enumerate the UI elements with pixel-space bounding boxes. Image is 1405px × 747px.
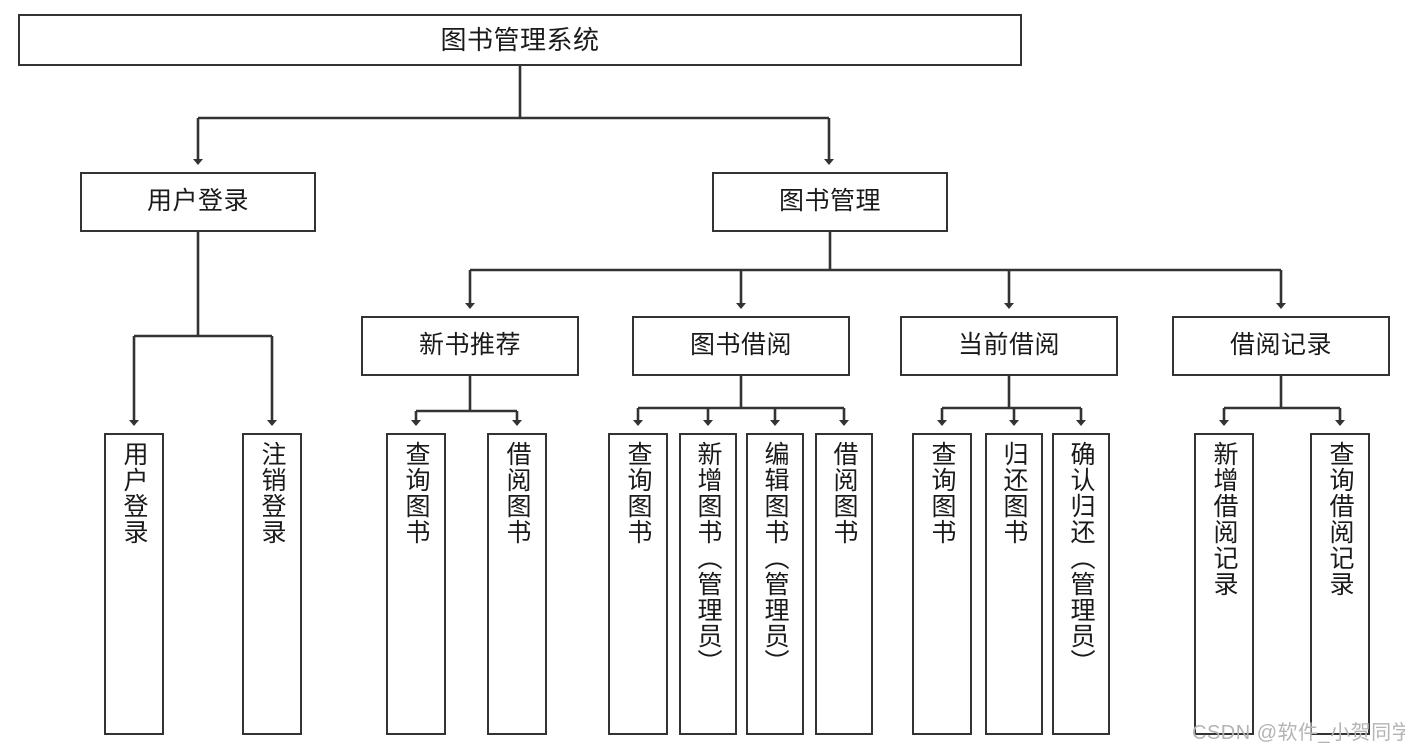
leaf-borrow-book[interactable]: 借阅图书 — [815, 433, 873, 735]
csdn-watermark: CSDN @软件_小贺同学 — [1192, 722, 1405, 744]
leaf-query-record[interactable]: 查询借阅记录 — [1310, 433, 1370, 735]
leaf-query-book-borrow-label: 查询图书 — [624, 441, 652, 545]
leaf-edit-book-label: 编辑图书（管理员） — [761, 441, 789, 675]
leaf-add-record-label: 新增借阅记录 — [1210, 441, 1238, 597]
edge-root-to-level2 — [193, 66, 834, 165]
leaf-return-book-label: 归还图书 — [1000, 441, 1028, 545]
leaf-borrow-book-rec[interactable]: 借阅图书 — [487, 433, 547, 735]
leaf-add-book[interactable]: 新增图书（管理员） — [679, 433, 737, 735]
leaf-add-record[interactable]: 新增借阅记录 — [1194, 433, 1254, 735]
leaf-borrow-book-label: 借阅图书 — [830, 441, 858, 545]
node-book-borrow[interactable]: 图书借阅 — [632, 316, 850, 376]
node-root[interactable]: 图书管理系统 — [18, 14, 1022, 66]
edge-new-book-recommend-to-leaves — [411, 376, 522, 426]
leaf-confirm-return-label: 确认归还（管理员） — [1067, 441, 1095, 675]
node-book-borrow-label: 图书借阅 — [689, 331, 792, 360]
node-borrow-record-label: 借阅记录 — [1229, 331, 1332, 360]
edge-current-borrow-to-leaves — [937, 376, 1086, 426]
leaf-query-book-rec-label: 查询图书 — [402, 441, 430, 545]
leaf-query-book-cur[interactable]: 查询图书 — [912, 433, 972, 735]
leaf-confirm-return[interactable]: 确认归还（管理员） — [1052, 433, 1110, 735]
leaf-return-book[interactable]: 归还图书 — [985, 433, 1043, 735]
leaf-add-book-label: 新增图书（管理员） — [694, 441, 722, 675]
leaf-edit-book[interactable]: 编辑图书（管理员） — [746, 433, 804, 735]
node-user-login[interactable]: 用户登录 — [80, 172, 316, 232]
node-book-manage[interactable]: 图书管理 — [712, 172, 948, 232]
edge-book-borrow-to-leaves — [633, 376, 849, 426]
leaf-query-record-label: 查询借阅记录 — [1326, 441, 1354, 597]
node-book-manage-label: 图书管理 — [778, 187, 881, 216]
leaf-query-book-borrow[interactable]: 查询图书 — [608, 433, 668, 735]
leaf-user-logout-label: 注销登录 — [258, 441, 286, 545]
edge-book-manage-to-level3 — [465, 232, 1286, 309]
leaf-query-book-cur-label: 查询图书 — [928, 441, 956, 545]
edge-user-login-to-leaves — [129, 232, 277, 426]
leaf-user-logout[interactable]: 注销登录 — [242, 433, 302, 735]
node-new-book-recommend[interactable]: 新书推荐 — [361, 316, 579, 376]
node-current-borrow[interactable]: 当前借阅 — [900, 316, 1118, 376]
edge-borrow-record-to-leaves — [1219, 376, 1345, 426]
leaf-borrow-book-rec-label: 借阅图书 — [503, 441, 531, 545]
node-new-book-recommend-label: 新书推荐 — [418, 331, 521, 360]
leaf-user-login-label: 用户登录 — [120, 441, 148, 545]
leaf-query-book-rec[interactable]: 查询图书 — [386, 433, 446, 735]
node-current-borrow-label: 当前借阅 — [957, 331, 1060, 360]
leaf-user-login[interactable]: 用户登录 — [104, 433, 164, 735]
node-user-login-label: 用户登录 — [146, 187, 249, 216]
node-borrow-record[interactable]: 借阅记录 — [1172, 316, 1390, 376]
node-root-label: 图书管理系统 — [440, 24, 600, 55]
